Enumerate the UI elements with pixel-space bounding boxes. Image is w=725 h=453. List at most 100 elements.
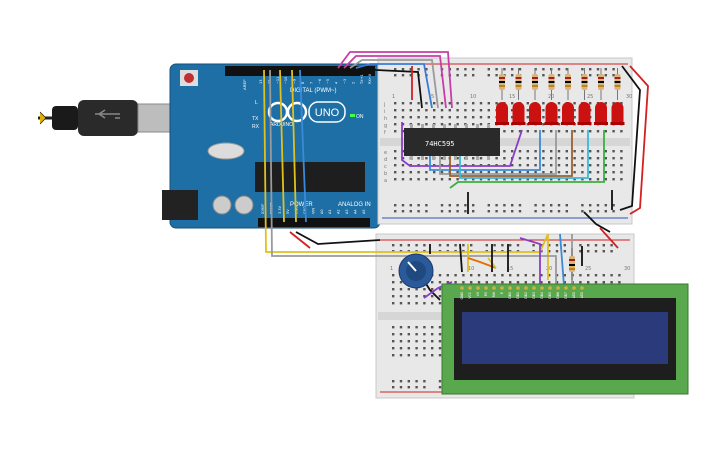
lcd-pin-label: DB5	[548, 292, 552, 299]
plug-icon	[39, 111, 47, 125]
lcd-pin	[524, 286, 528, 290]
power-pin-label: A3	[345, 209, 349, 214]
row-letter: d	[384, 157, 387, 163]
led	[545, 102, 558, 124]
lcd-pin	[548, 286, 552, 290]
column-number: 25	[585, 266, 591, 272]
lcd-pin	[492, 286, 496, 290]
row-letter: i	[384, 109, 385, 115]
lcd-pin	[468, 286, 472, 290]
lcd-pin	[540, 286, 544, 290]
lcd-screen	[462, 312, 668, 364]
power-pin-label: 5V	[286, 209, 290, 214]
chip-pin	[465, 156, 468, 160]
column-number: 1	[392, 94, 395, 100]
lcd-pin-label: RW	[492, 291, 496, 297]
lcd-pin	[532, 286, 536, 290]
lcd-pin-label: E	[500, 292, 504, 294]
potentiometer[interactable]	[398, 253, 434, 289]
lcd-pin	[508, 286, 512, 290]
reset-button	[184, 73, 194, 83]
power-jack	[162, 190, 198, 220]
chip-pin	[410, 124, 413, 128]
digital-pin-label: 7	[309, 82, 313, 84]
wire-gray-3	[269, 69, 557, 286]
wire-cyan	[459, 130, 589, 179]
power-pin-label: GND	[295, 206, 299, 214]
lcd-pin	[564, 286, 568, 290]
wire-gnd	[295, 231, 381, 245]
column-number: 5	[431, 94, 434, 100]
lcd-pin	[556, 286, 560, 290]
wire-gray-2	[439, 130, 557, 175]
wire-brown	[449, 130, 573, 177]
power-label: POWER	[290, 202, 313, 208]
digital-pin-label: ~5	[326, 79, 330, 84]
wires	[337, 51, 649, 249]
lcd-pin	[500, 286, 504, 290]
lcd-pin-label: GND	[460, 291, 464, 299]
rx-label: RX	[252, 124, 260, 130]
column-number: 1	[390, 266, 393, 272]
digital-pin-label: 13	[259, 80, 263, 84]
lcd-pin-label: DB4	[540, 292, 544, 299]
lcd-pin-label: DB2	[524, 292, 528, 299]
wire-red-rail	[629, 65, 649, 215]
lcd-pin-label: LED	[572, 291, 576, 298]
column-number: 25	[587, 94, 593, 100]
arduino-logo-icon	[267, 101, 308, 123]
wire-magenta-2	[343, 55, 447, 109]
row-letter: h	[384, 116, 387, 122]
chip-pin	[454, 124, 457, 128]
column-number: 30	[626, 94, 632, 100]
lcd-pin	[476, 286, 480, 290]
power-pin-label: VIN	[311, 208, 315, 214]
lcd-pin-label: DB1	[516, 292, 520, 299]
power-pin-label: A5	[362, 209, 366, 214]
digital-pin-label: RX←0	[368, 74, 372, 84]
power-pin-label: A4	[353, 209, 357, 214]
digital-pin-label: ~11	[276, 77, 280, 84]
wire-black-rail	[619, 65, 641, 211]
wire-blue	[355, 63, 433, 109]
chip-pin	[410, 156, 413, 160]
digital-label: DIGITAL (PWM~)	[290, 88, 337, 94]
chip-pin	[476, 124, 479, 128]
led	[611, 102, 624, 124]
lcd-pin-label: DB0	[508, 292, 512, 299]
power-pin-label: A1	[328, 209, 332, 214]
wire-gray	[349, 59, 439, 109]
chip-pin	[432, 124, 435, 128]
digital-pin-label: 2	[351, 82, 355, 84]
chip-pin	[487, 124, 490, 128]
lcd-pin	[516, 286, 520, 290]
chip-pin	[487, 156, 490, 160]
wire-black	[365, 67, 423, 109]
row-letter: c	[384, 164, 387, 170]
digital-pin-label: TX→1	[360, 74, 364, 85]
chip-label: 74HC595	[425, 140, 455, 148]
lcd-pin	[484, 286, 488, 290]
l-label: L	[255, 100, 258, 106]
digital-pin-label: ~9	[293, 79, 297, 84]
power-pin-label: A0	[320, 209, 324, 214]
lcd-pin-label: V0	[476, 292, 480, 296]
chip-pin	[465, 124, 468, 128]
digital-pin-label: 4	[335, 81, 339, 84]
wire-magenta	[337, 51, 453, 109]
wire-green	[449, 130, 605, 189]
wire-5v	[289, 231, 311, 249]
digital-pin-label: ~10	[284, 77, 288, 84]
column-number: 15	[509, 94, 515, 100]
lcd-pin-label: DB7	[564, 292, 568, 299]
chip-pin	[421, 156, 424, 160]
led	[512, 102, 525, 124]
power-header	[258, 218, 370, 227]
usb-cable	[38, 100, 171, 136]
column-number: 30	[624, 266, 630, 272]
tx-label: TX	[252, 116, 259, 122]
chip-pin	[443, 124, 446, 128]
lcd-pin-label: DB6	[556, 292, 560, 299]
